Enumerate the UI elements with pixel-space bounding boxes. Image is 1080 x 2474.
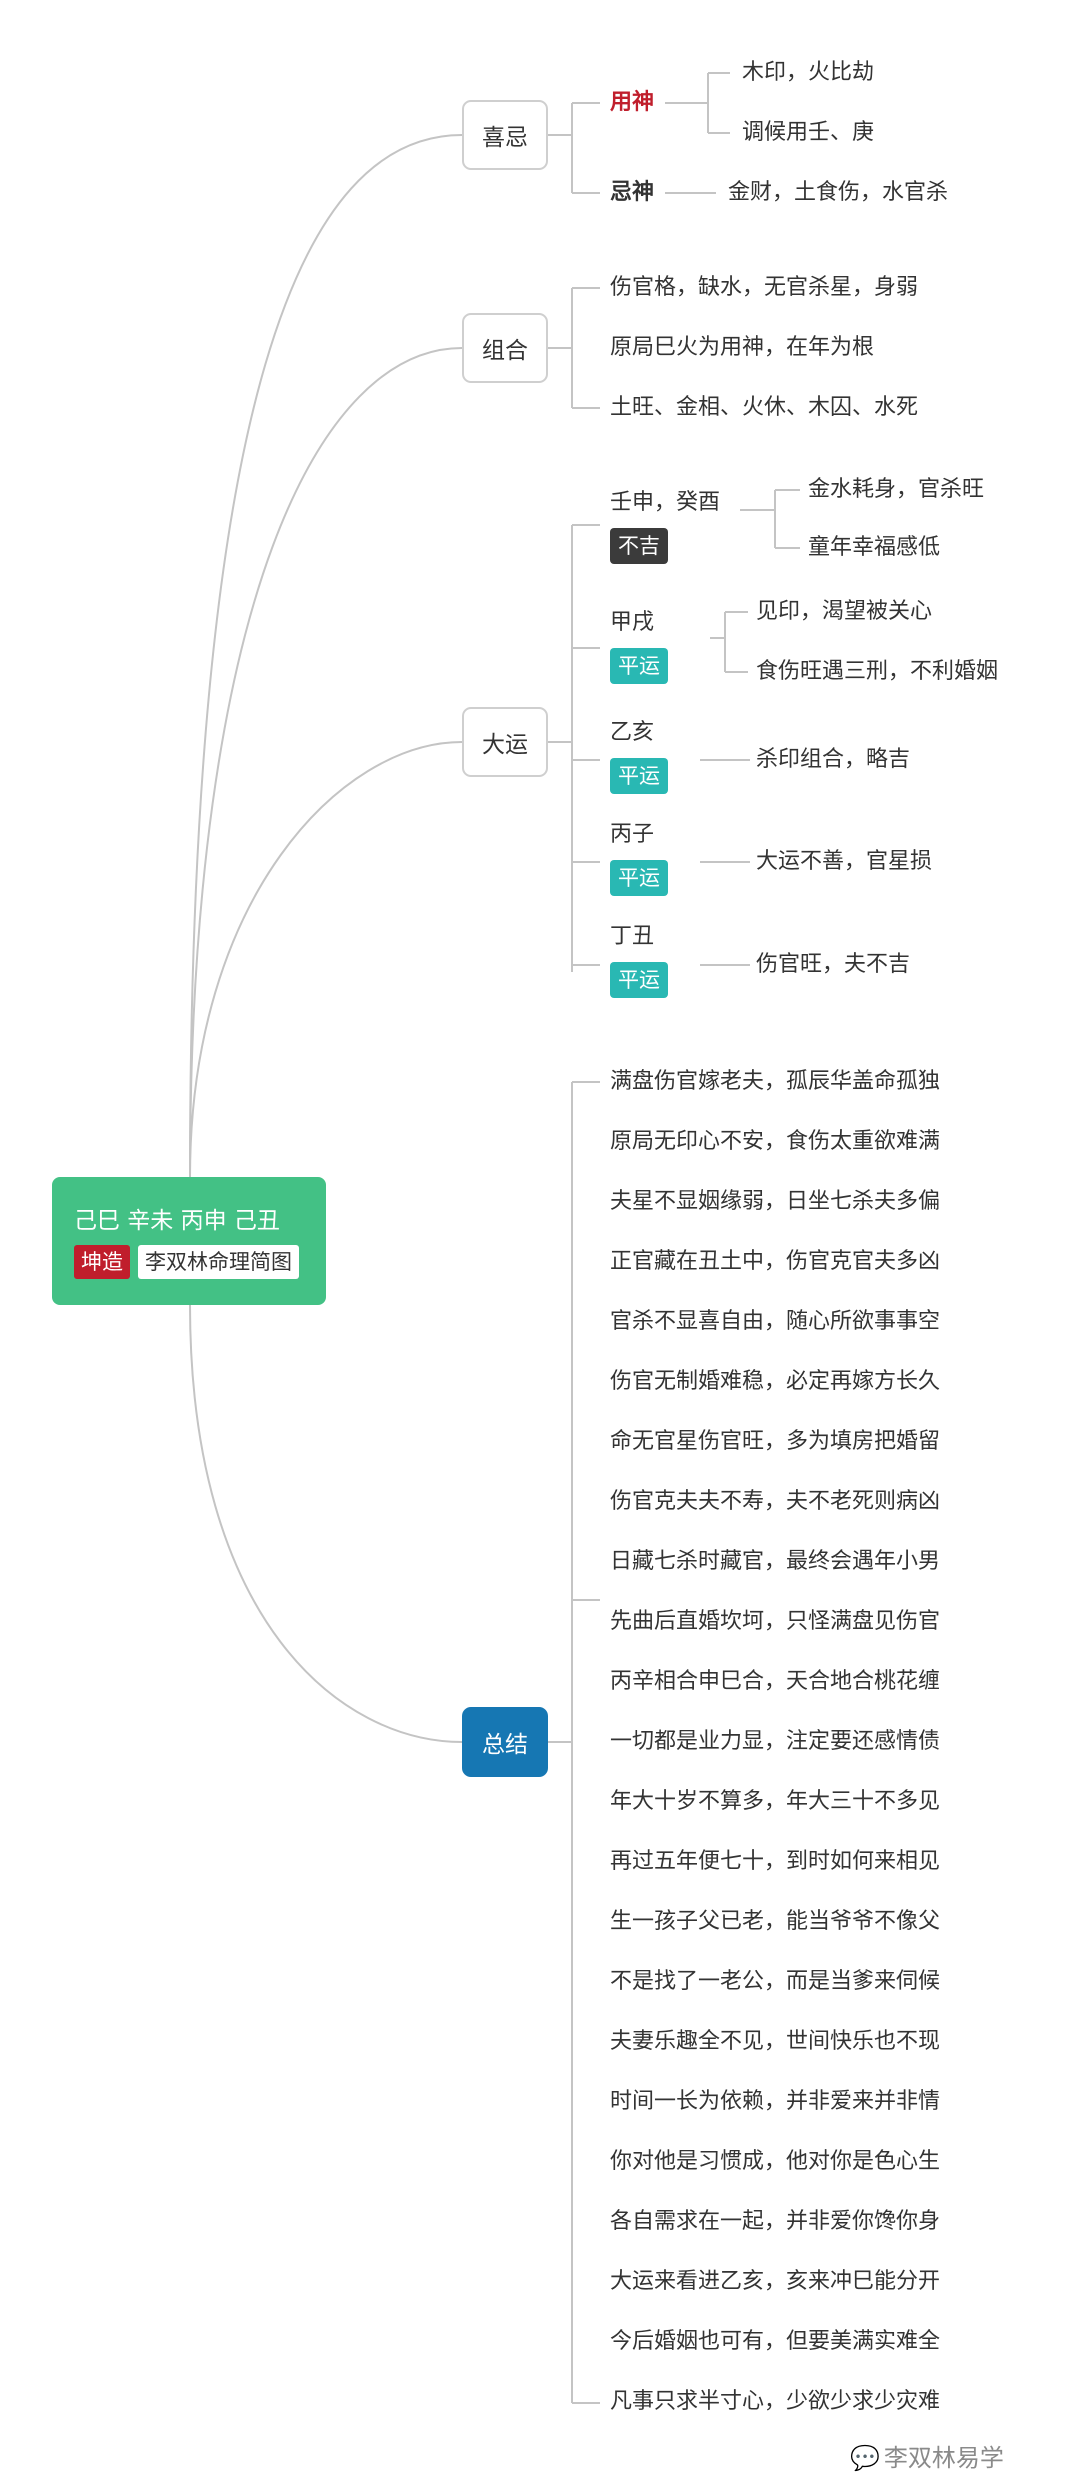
chat-bubble-icon: 💬 xyxy=(850,2444,880,2472)
dayun-period-1-note-2: 童年幸福感低 xyxy=(808,535,941,560)
summary-line: 满盘伤官嫁老夫，孤辰华盖命孤独 xyxy=(610,1069,941,1094)
xiji-node: 喜忌 xyxy=(462,100,548,170)
dayun-period-3-badge: 平运 xyxy=(610,758,668,794)
summary-line: 你对他是习惯成，他对你是色心生 xyxy=(610,2149,941,2174)
zuhe-node: 组合 xyxy=(462,313,548,383)
dayun-period-2-note-2: 食伤旺遇三刑，不利婚姻 xyxy=(756,659,999,684)
zongjie-node: 总结 xyxy=(462,1707,548,1777)
summary-line: 各自需求在一起，并非爱你馋你身 xyxy=(610,2209,941,2234)
summary-line: 先曲后直婚坎坷，只怪满盘见伤官 xyxy=(610,1609,941,1634)
dayun-period-2-name: 甲戌 xyxy=(610,610,655,635)
summary-line: 夫妻乐趣全不见，世间快乐也不现 xyxy=(610,2029,941,2054)
dayun-period-4-note-1: 大运不善，官星损 xyxy=(756,849,933,874)
zuhe-item-1: 伤官格，缺水，无官杀星，身弱 xyxy=(610,275,919,300)
summary-line: 夫星不显姻缘弱，日坐七杀夫多偏 xyxy=(610,1189,941,1214)
dayun-period-1-name: 壬申，癸酉 xyxy=(610,490,721,515)
dayun-period-2-badge: 平运 xyxy=(610,648,668,684)
summary-line: 丙辛相合申巳合，天合地合桃花缠 xyxy=(610,1669,941,1694)
summary-line: 今后婚姻也可有，但要美满实难全 xyxy=(610,2329,941,2354)
gender-tag: 坤造 xyxy=(74,1245,130,1279)
dayun-period-5-note-1: 伤官旺，夫不吉 xyxy=(756,952,911,977)
author-tag: 李双林命理简图 xyxy=(138,1245,299,1279)
watermark: 💬李双林易学 xyxy=(850,2438,1004,2473)
watermark-text: 李双林易学 xyxy=(883,2444,1004,2472)
dayun-period-4-name: 丙子 xyxy=(610,822,655,847)
summary-line: 大运来看进乙亥，亥来冲巳能分开 xyxy=(610,2269,941,2294)
yongshen-item-2: 调候用壬、庚 xyxy=(742,120,875,145)
summary-line: 正官藏在丑土中，伤官克官夫多凶 xyxy=(610,1249,941,1274)
summary-line: 伤官无制婚难稳，必定再嫁方长久 xyxy=(610,1369,941,1394)
root-node: 己巳 辛未 丙申 己丑 坤造 李双林命理简图 xyxy=(52,1177,326,1305)
dayun-period-2-note-1: 见印，渴望被关心 xyxy=(756,599,933,624)
summary-line: 一切都是业力显，注定要还感情债 xyxy=(610,1729,941,1754)
summary-line: 生一孩子父已老，能当爷爷不像父 xyxy=(610,1909,941,1934)
summary-line: 不是找了一老公，而是当爹来伺候 xyxy=(610,1969,941,1994)
summary-line: 凡事只求半寸心，少欲少求少灾难 xyxy=(610,2389,941,2414)
dayun-period-3-note-1: 杀印组合，略吉 xyxy=(756,747,911,772)
summary-line: 官杀不显喜自由，随心所欲事事空 xyxy=(610,1309,941,1334)
dayun-period-1-note-1: 金水耗身，官杀旺 xyxy=(808,477,985,502)
zuhe-item-2: 原局巳火为用神，在年为根 xyxy=(610,335,875,360)
zuhe-item-3: 土旺、金相、火休、木囚、水死 xyxy=(610,395,919,420)
summary-line: 日藏七杀时藏官，最终会遇年小男 xyxy=(610,1549,941,1574)
dayun-period-4-badge: 平运 xyxy=(610,860,668,896)
dayun-period-5-badge: 平运 xyxy=(610,962,668,998)
summary-line: 再过五年便七十，到时如何来相见 xyxy=(610,1849,941,1874)
root-title: 己巳 辛未 丙申 己丑 xyxy=(74,1208,280,1234)
dayun-period-5-name: 丁丑 xyxy=(610,924,655,949)
dayun-node: 大运 xyxy=(462,707,548,777)
jishen-label: 忌神 xyxy=(610,180,655,205)
summary-line: 年大十岁不算多，年大三十不多见 xyxy=(610,1789,941,1814)
summary-line: 时间一长为依赖，并非爱来并非情 xyxy=(610,2089,941,2114)
dayun-period-3-name: 乙亥 xyxy=(610,720,655,745)
yongshen-item-1: 木印，火比劫 xyxy=(742,60,875,85)
jishen-text: 金财，土食伤，水官杀 xyxy=(728,180,949,205)
yongshen-label: 用神 xyxy=(610,90,655,115)
dayun-period-1-badge: 不吉 xyxy=(610,528,668,564)
summary-line: 命无官星伤官旺，多为填房把婚留 xyxy=(610,1429,941,1454)
summary-line: 原局无印心不安，食伤太重欲难满 xyxy=(610,1129,941,1154)
summary-line: 伤官克夫夫不寿，夫不老死则病凶 xyxy=(610,1489,941,1514)
